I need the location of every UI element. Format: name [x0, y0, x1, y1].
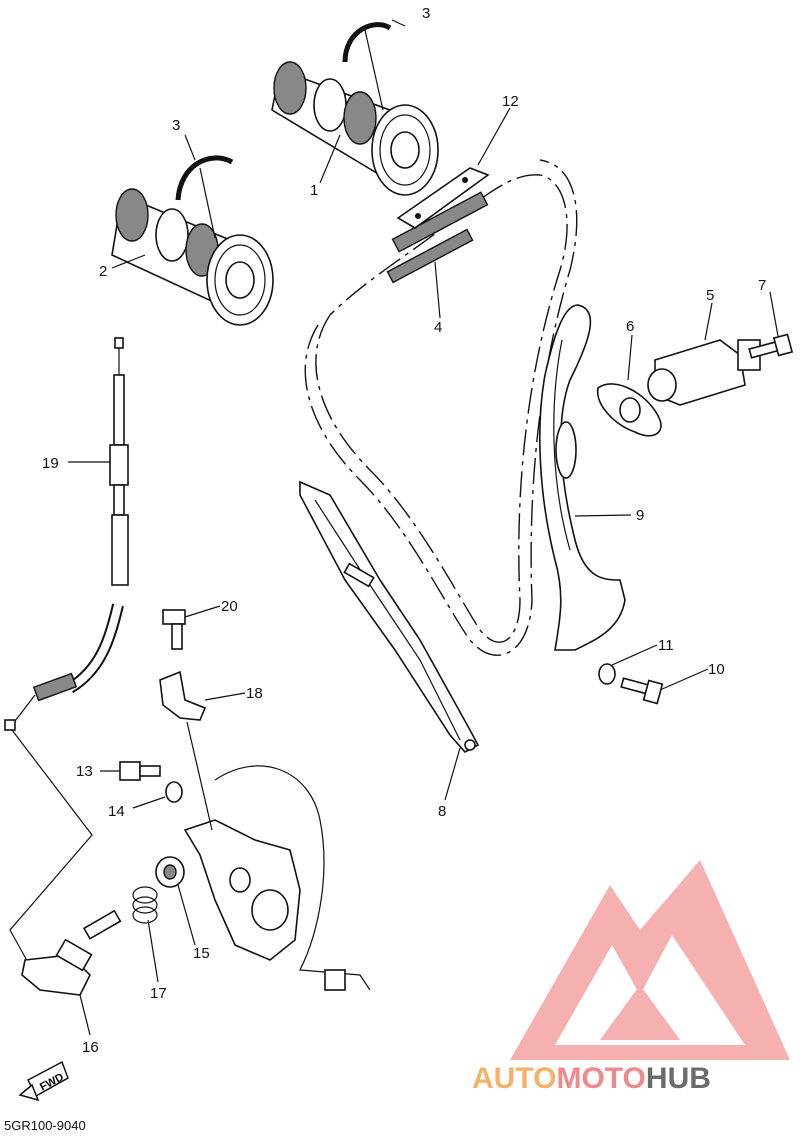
- spring-17: [132, 886, 158, 924]
- camshaft-1: [271, 61, 439, 196]
- label-12: 12: [502, 93, 519, 110]
- brand-hub: HUB: [646, 1062, 711, 1095]
- chain-links: [386, 191, 489, 284]
- bolt-13: [119, 761, 161, 781]
- label-17: 17: [150, 985, 167, 1002]
- clip-3-lower: [175, 155, 234, 201]
- crankcase-portion: [183, 765, 371, 991]
- brand-auto: AUTO: [472, 1062, 556, 1095]
- tensioner-guide-9: [538, 304, 626, 651]
- label-13: 13: [76, 763, 93, 780]
- label-10: 10: [708, 661, 725, 678]
- label-14: 14: [108, 803, 125, 820]
- label-16: 16: [82, 1039, 99, 1056]
- label-6: 6: [626, 318, 634, 335]
- fwd-arrow-icon: FWD: [18, 1060, 69, 1102]
- brand-moto: MOTO: [556, 1062, 645, 1095]
- bolt-7: [748, 333, 794, 359]
- label-4: 4: [434, 319, 442, 336]
- ref-line-cable: [9, 729, 93, 976]
- camshaft-2: [111, 188, 274, 326]
- gasket-6: [597, 383, 662, 437]
- diagram-code: 5GR100-9040: [4, 1118, 86, 1133]
- label-3-lower: 3: [172, 117, 180, 134]
- chain-guide-12: [396, 167, 490, 229]
- bolt-20: [162, 609, 186, 650]
- cable-19: [4, 337, 129, 731]
- label-3-upper: 3: [422, 5, 430, 22]
- watermark-logo: [510, 860, 790, 1060]
- tensioner-5: [647, 339, 761, 406]
- part-labels: 1 2 3 3 4 5 6 7 8 9 10 11 12 13 14 15 16…: [42, 5, 766, 1056]
- label-8: 8: [438, 803, 446, 820]
- label-2: 2: [99, 263, 107, 280]
- label-5: 5: [706, 287, 714, 304]
- label-7: 7: [758, 277, 766, 294]
- label-9: 9: [636, 507, 644, 524]
- label-11: 11: [658, 637, 674, 654]
- label-19: 19: [42, 455, 59, 472]
- washer-11: [598, 663, 616, 685]
- bracket-18: [159, 670, 207, 721]
- label-15: 15: [193, 945, 210, 962]
- label-18: 18: [246, 685, 263, 702]
- watermark-brand: AUTOMOTOHUB: [472, 1062, 711, 1095]
- chain-guide-8: [299, 480, 480, 754]
- lever-16: [21, 909, 122, 996]
- label-20: 20: [221, 598, 238, 615]
- bolt-10: [620, 677, 664, 705]
- washer-14: [165, 781, 183, 803]
- leader-lines: [68, 19, 779, 1036]
- clip-3-upper: [342, 22, 392, 63]
- label-1: 1: [310, 182, 318, 199]
